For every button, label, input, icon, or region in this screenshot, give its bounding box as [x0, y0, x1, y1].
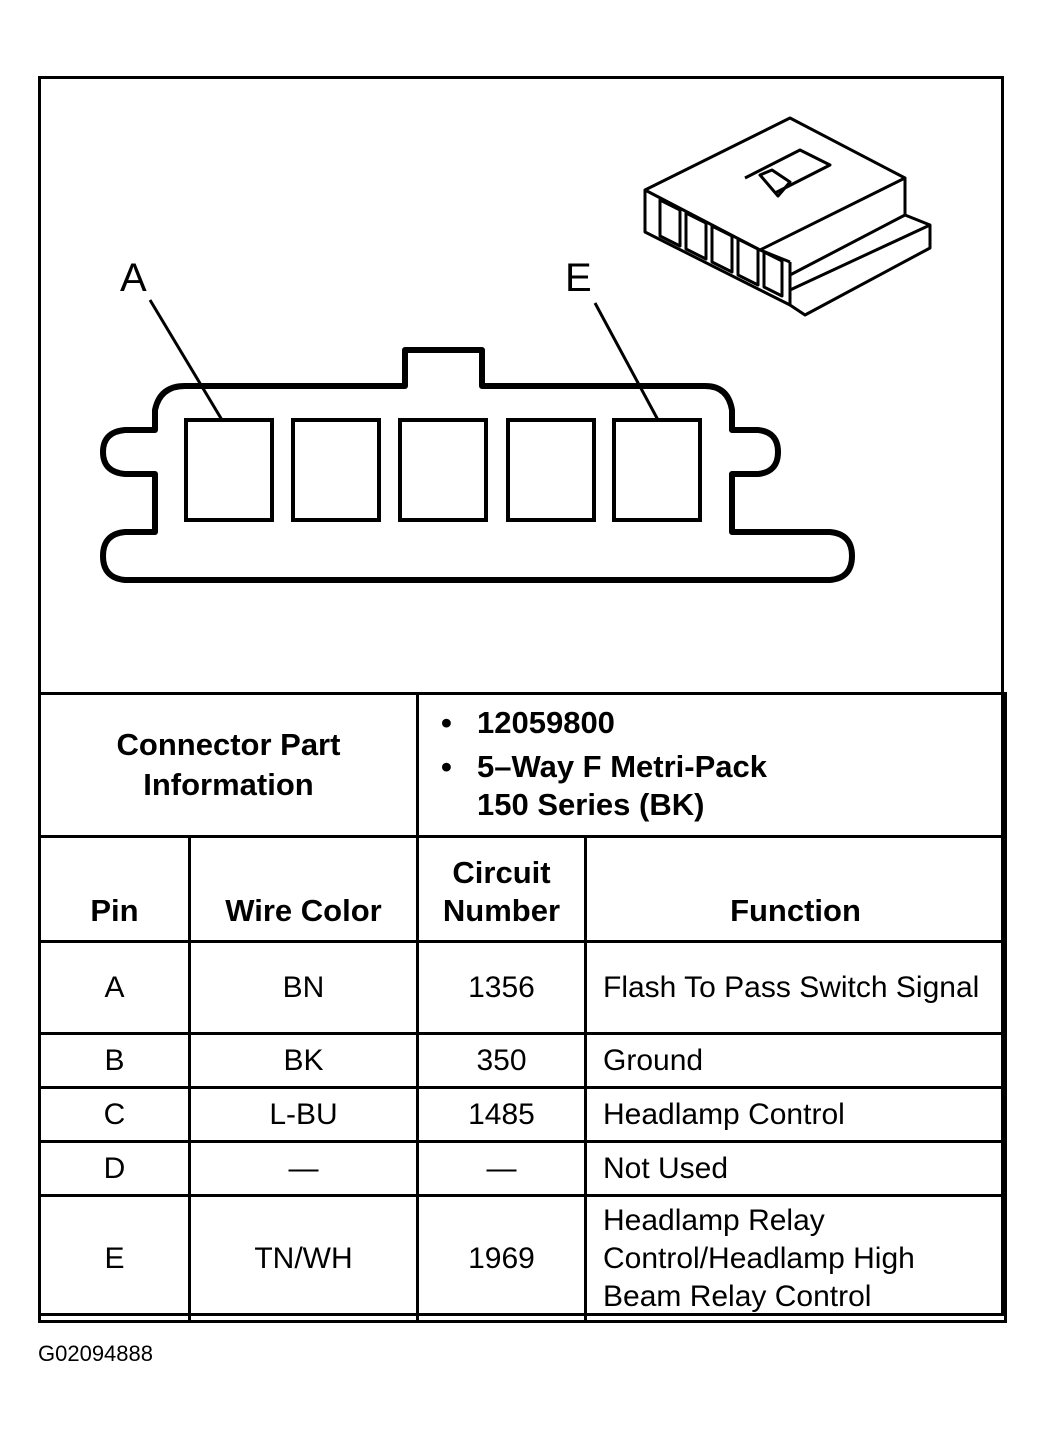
connector-isometric-sketch: [643, 116, 932, 317]
connector-description-item: • 5–Way F Metri-Pack 150 Series (BK): [441, 748, 1004, 824]
circuit-cell: —: [416, 1140, 587, 1197]
header-circuit-line1: Circuit: [452, 855, 551, 890]
pin-cell: E: [38, 1194, 191, 1323]
figure-id: G02094888: [38, 1341, 153, 1366]
pin-cell: A: [38, 940, 191, 1035]
header-function: Function: [584, 835, 1007, 943]
table-row: D — — Not Used: [38, 1140, 1007, 1197]
wire-color-cell: BN: [188, 940, 419, 1035]
cavity-b: [291, 418, 381, 522]
connector-info-row: Connector Part Information • 12059800 • …: [38, 692, 1007, 838]
function-cell: Headlamp Relay Control/Headlamp High Bea…: [584, 1194, 1007, 1323]
bullet-icon: •: [441, 705, 452, 740]
circuit-cell: 1356: [416, 940, 587, 1035]
connector-diagram: [100, 116, 932, 583]
cavity-d: [506, 418, 596, 522]
header-circuit-line2: Number: [442, 893, 561, 928]
part-number: 12059800: [477, 705, 615, 740]
circuit-cell: 1485: [416, 1086, 587, 1143]
connector-description-line2: 150 Series (BK): [477, 787, 705, 822]
header-pin: Pin: [38, 835, 191, 943]
wire-color-cell: BK: [188, 1032, 419, 1089]
cavity-a: [184, 418, 274, 522]
cavity-e: [612, 418, 702, 522]
header-wire-color: Wire Color: [188, 835, 419, 943]
table-row: E TN/WH 1969 Headlamp Relay Control/Head…: [38, 1194, 1007, 1323]
function-cell: Headlamp Control: [584, 1086, 1007, 1143]
leader-line-a: [148, 299, 224, 421]
function-cell: Not Used: [584, 1140, 1007, 1197]
cavity-c: [398, 418, 488, 522]
function-cell: Flash To Pass Switch Signal: [584, 940, 1007, 1035]
connector-pinout-table: Connector Part Information • 12059800 • …: [38, 692, 1007, 1323]
connector-info-values: • 12059800 • 5–Way F Metri-Pack 150 Seri…: [416, 692, 1007, 838]
leader-line-e: [593, 302, 660, 421]
bullet-icon: •: [441, 749, 452, 784]
connector-info-label: Connector Part Information: [116, 727, 341, 802]
wire-color-cell: L-BU: [188, 1086, 419, 1143]
circuit-cell: 1969: [416, 1194, 587, 1323]
connector-body-outline: [100, 347, 855, 583]
table-row: A BN 1356 Flash To Pass Switch Signal: [38, 940, 1007, 1035]
header-row: Pin Wire Color Circuit Number Function: [38, 835, 1007, 943]
pin-cell: B: [38, 1032, 191, 1089]
pin-label-e: E: [565, 256, 592, 300]
circuit-cell: 350: [416, 1032, 587, 1089]
connector-description-line1: 5–Way F Metri-Pack: [477, 749, 768, 784]
wire-color-cell: —: [188, 1140, 419, 1197]
header-circuit-number: Circuit Number: [416, 835, 587, 943]
pin-cell: C: [38, 1086, 191, 1143]
function-cell: Ground: [584, 1032, 1007, 1089]
table-row: C L-BU 1485 Headlamp Control: [38, 1086, 1007, 1143]
connector-info-label-cell: Connector Part Information: [38, 692, 419, 838]
table-row: B BK 350 Ground: [38, 1032, 1007, 1089]
pin-cell: D: [38, 1140, 191, 1197]
part-number-item: • 12059800: [441, 704, 1004, 742]
pin-label-a: A: [120, 256, 147, 300]
wire-color-cell: TN/WH: [188, 1194, 419, 1323]
